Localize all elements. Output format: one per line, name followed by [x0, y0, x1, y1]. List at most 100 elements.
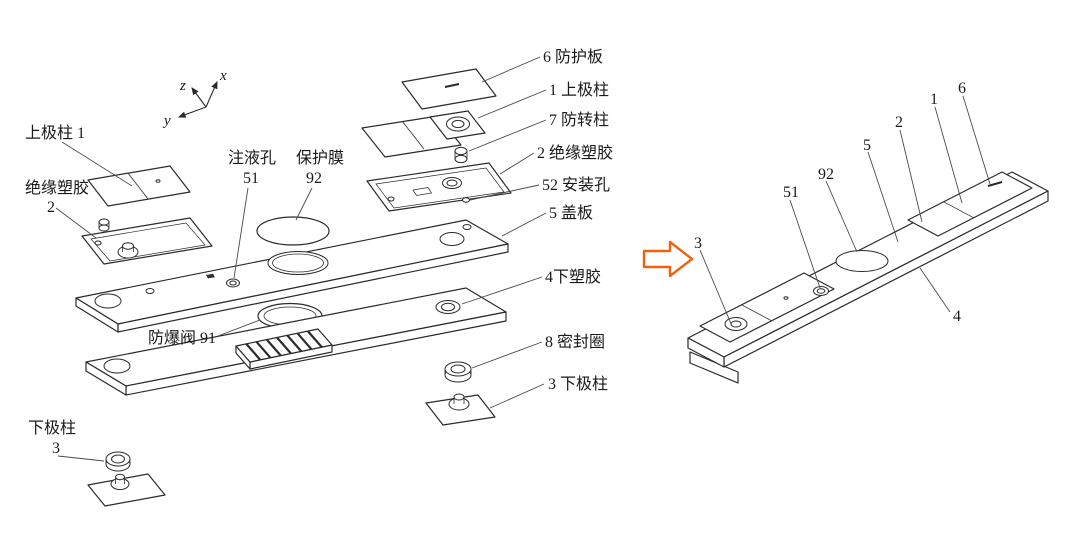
exploded-view: x z y [25, 48, 613, 507]
assembled-callout-3: 3 [694, 235, 702, 252]
insulating-plastic-2-right [366, 162, 512, 212]
protective-plate-body [401, 68, 497, 110]
y-axis-arrow [177, 106, 207, 118]
vent-slat [276, 336, 292, 355]
cover-square-mark [206, 273, 215, 279]
leader-line [962, 95, 991, 185]
leader-line [477, 89, 547, 119]
terminal-plate [87, 165, 191, 207]
block-dot [783, 296, 789, 300]
leader-line [867, 151, 899, 243]
cover-left-hole [94, 293, 122, 309]
label-explosion-valve: 防爆阀 91 [148, 328, 216, 347]
label-injection-hole-num: 51 [243, 170, 259, 187]
tray-small-hole [94, 240, 102, 246]
assembled-callout-5: 5 [863, 137, 871, 154]
z-axis-arrow [191, 87, 207, 108]
label-insulating-plastic-num: 2 [47, 199, 55, 216]
valve-opening-inner [272, 253, 324, 273]
post-top [98, 218, 110, 226]
tray-rim [90, 222, 206, 262]
plate-dot [155, 179, 161, 183]
boss-top [453, 393, 465, 401]
terminal-plate [87, 473, 166, 507]
assembled-callout-92: 92 [818, 166, 834, 183]
assembled-callout-51: 51 [783, 184, 799, 201]
leader-line [57, 455, 105, 462]
leader-line [461, 276, 543, 305]
leader-line [295, 187, 313, 221]
upper-terminal-1 [361, 110, 486, 158]
mounting-hole-52 [462, 197, 470, 203]
terminal-circle-inner [730, 320, 742, 328]
assembled-view: 3 51 92 5 2 1 6 4 [687, 80, 1049, 384]
protective-film-92 [835, 250, 889, 272]
lower-plastic-4 [85, 287, 507, 396]
assembled-callout-4: 4 [953, 308, 961, 325]
axes-indicator: x z y [162, 68, 227, 129]
callout-protective-plate: 6 防护板 [543, 48, 603, 66]
anti-rotation-post-7 [454, 146, 468, 164]
insulating-plastic-2-left [81, 217, 213, 265]
terminal-boss-inner [451, 119, 465, 129]
x-axis-arrow [205, 80, 218, 108]
leader-line [489, 383, 545, 409]
z-axis-label: z [179, 78, 186, 94]
leader-line [499, 152, 535, 175]
vent-slat [286, 334, 303, 353]
cover-small-hole [462, 224, 472, 230]
vent-slat [296, 332, 313, 351]
plate-seam [401, 120, 425, 150]
assembled-callout-6: 6 [958, 80, 966, 97]
assembled-callout-2: 2 [895, 114, 903, 131]
block-divider [943, 201, 974, 219]
leader-lines [699, 95, 991, 327]
lower-right-hole-inner [441, 302, 455, 312]
tray-body [366, 162, 512, 212]
callout-sealing-ring: 8 密封圈 [545, 333, 605, 351]
x-axis-label: x [219, 68, 227, 84]
protective-film-92 [256, 216, 330, 246]
protective-plate-6 [401, 68, 497, 110]
lower-terminal-3-left [87, 451, 166, 507]
upper-terminal-1-left [87, 165, 191, 207]
assembled-callout-1: 1 [930, 91, 938, 108]
vent-slat [265, 338, 282, 357]
left-terminal-block [699, 272, 835, 343]
label-lower-terminal-left-num: 3 [52, 440, 60, 457]
block-divider [741, 304, 772, 322]
vent-slat [306, 330, 323, 348]
leader-line [934, 106, 963, 204]
lower-left-hole [103, 358, 131, 374]
tray-hole-inner [446, 179, 458, 187]
label-lower-terminal-left: 下极柱 [28, 419, 76, 437]
boss-top [122, 242, 134, 250]
leader-line [217, 319, 261, 337]
leader-lines [55, 56, 547, 462]
sealing-ring-8 [444, 361, 472, 383]
leader-line [699, 249, 733, 327]
plate-seam [127, 172, 149, 200]
leader-line [468, 119, 547, 152]
leader-line [55, 207, 97, 239]
terminal-plate [361, 115, 462, 158]
leader-line [899, 129, 923, 223]
callout-lower-plastic: 4下塑胶 [545, 268, 601, 286]
lower-end-face [85, 361, 127, 396]
vent-slat [245, 343, 262, 361]
injection-hole-51-inner [229, 280, 237, 286]
cover-right-hole [439, 232, 465, 246]
leader-line [481, 56, 541, 83]
leader-line [825, 180, 858, 253]
leader-line [61, 141, 133, 187]
label-protective-film-num: 92 [306, 170, 322, 187]
leader-line [501, 212, 547, 237]
cover-plate-5 [75, 219, 509, 333]
ring-bore [450, 364, 466, 374]
post-top [454, 146, 468, 156]
y-axis-label: y [162, 113, 171, 129]
leader-line [789, 199, 821, 289]
label-injection-hole: 注液孔 [228, 149, 276, 167]
